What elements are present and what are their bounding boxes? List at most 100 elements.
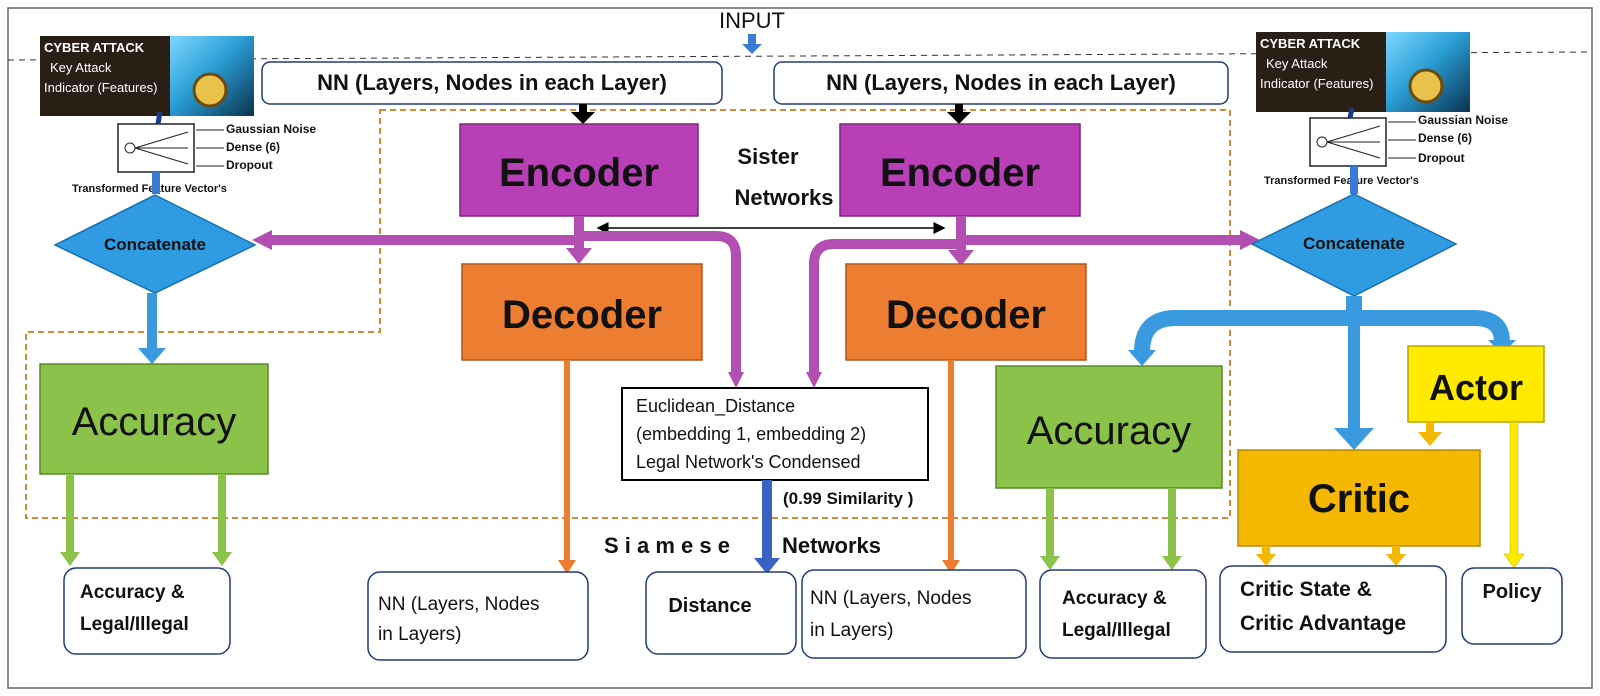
accuracy-output-left xyxy=(63,567,231,655)
distance-output-label: Distance xyxy=(668,595,751,617)
nn-output-right xyxy=(801,569,1027,659)
accuracy-arrow-right-b xyxy=(1162,488,1182,570)
nn-output-right-line2: in Layers) xyxy=(810,620,893,641)
cyber-title-left: CYBER ATTACK xyxy=(44,40,145,55)
nn-top-box-left xyxy=(261,61,723,105)
critic-arrow-b xyxy=(1386,546,1406,566)
concatenate-label-left: Concatenate xyxy=(104,235,206,254)
mini-edge xyxy=(134,131,189,149)
actor-label: Actor xyxy=(1429,367,1523,408)
lock-icon xyxy=(1408,68,1444,104)
siamese-label: S i a m e s e xyxy=(604,533,730,558)
accuracy-arrow-left-b xyxy=(212,474,232,566)
cyber-title-right: CYBER ATTACK xyxy=(1260,36,1361,51)
nn-output-left-line2: in Layers) xyxy=(378,624,461,645)
accuracy-arrowhead-right xyxy=(1128,350,1156,366)
mini-to-concat-arrow-left xyxy=(152,172,160,194)
distance-box-line3: Legal Network's Condensed xyxy=(636,452,861,472)
actor-block xyxy=(1407,345,1545,423)
cyber-line2-left: Key Attack xyxy=(50,60,112,75)
networks-label: Networks xyxy=(782,533,881,558)
transformed-label-left: Transformed Feature Vector's xyxy=(72,183,227,195)
distance-output-box xyxy=(645,571,797,655)
concat-to-accuracy-arrow-left xyxy=(138,293,166,364)
policy-box xyxy=(1461,567,1563,645)
dropout-label-left: Dropout xyxy=(226,158,273,172)
critic-output-line2: Critic Advantage xyxy=(1240,612,1406,635)
concat-to-actor-branch xyxy=(1354,310,1510,343)
accuracy-arrow-right-a xyxy=(1040,488,1060,570)
critic-block xyxy=(1237,449,1481,547)
decoder-block-left xyxy=(461,263,703,361)
transformed-label-right: Transformed Feature Vector's xyxy=(1264,175,1419,187)
accuracy-label-left: Accuracy xyxy=(72,400,237,444)
actor-to-critic-arrow xyxy=(1418,422,1442,446)
encoder-right-label: Encoder xyxy=(880,151,1040,195)
actor-to-policy-arrow xyxy=(1503,421,1525,569)
policy-label: Policy xyxy=(1483,581,1543,603)
nn-output-left-line1: NN (Layers, Nodes xyxy=(378,594,540,615)
cyber-line2-right: Key Attack xyxy=(1266,56,1328,71)
accuracy-label-right: Accuracy xyxy=(1027,409,1192,453)
encoder-block-left xyxy=(459,123,699,217)
accuracy-arrow-left-a xyxy=(60,474,80,566)
accuracy-output-right-line2: Legal/Illegal xyxy=(1062,620,1171,641)
nn-output-left xyxy=(367,571,589,661)
nn-to-encoder-arrow-left xyxy=(571,104,595,124)
nn-to-encoder-arrow-right xyxy=(947,104,971,124)
accuracy-block-left xyxy=(39,363,269,475)
concat-arrowhead-right xyxy=(1240,230,1260,250)
distance-to-output-arrow xyxy=(754,480,780,574)
decoder-right-label: Decoder xyxy=(886,293,1046,337)
critic-label: Critic xyxy=(1308,477,1410,521)
concat-to-critic-arrow xyxy=(1334,296,1374,450)
dropout-label-right: Dropout xyxy=(1418,151,1465,165)
critic-output-line1: Critic State & xyxy=(1240,578,1372,601)
accuracy-block-right xyxy=(995,365,1223,489)
accuracy-output-right xyxy=(1039,569,1207,659)
critic-output-box xyxy=(1219,565,1447,653)
nn-top-box-right xyxy=(773,61,1229,105)
accuracy-output-right-line1: Accuracy & xyxy=(1062,588,1167,609)
noise-label-left: Gaussian Noise xyxy=(226,122,316,136)
dense-label-right: Dense (6) xyxy=(1418,131,1472,145)
cyber-line3-left: Indicator (Features) xyxy=(44,80,157,95)
mini-edge xyxy=(1326,125,1381,143)
noise-label-right: Gaussian Noise xyxy=(1418,113,1508,127)
critic-arrow-a xyxy=(1256,546,1276,566)
concatenate-label-right: Concatenate xyxy=(1303,234,1405,253)
encoder-left-label: Encoder xyxy=(499,151,659,195)
sister-label-line2: Networks xyxy=(734,185,833,210)
lock-icon xyxy=(192,72,228,108)
cyber-line3-right: Indicator (Features) xyxy=(1260,76,1373,91)
decoder-left-label: Decoder xyxy=(502,293,662,337)
distance-arrowhead-right xyxy=(806,372,822,388)
accuracy-output-left-line1: Accuracy & xyxy=(80,582,185,603)
distance-box-line2: (embedding 1, embedding 2) xyxy=(636,424,866,444)
input-label: INPUT xyxy=(719,8,785,33)
mini-to-concat-arrow-right xyxy=(1350,166,1358,194)
input-arrow xyxy=(742,34,762,54)
outer-frame xyxy=(7,7,1593,689)
similarity-label: (0.99 Similarity ) xyxy=(783,489,913,508)
euclidean-distance-box xyxy=(621,387,929,481)
concat-arrowhead-left xyxy=(252,230,272,250)
mini-edge xyxy=(134,147,189,165)
nn-top-right-label: NN (Layers, Nodes in each Layer) xyxy=(826,70,1176,95)
sister-label-line1: Sister xyxy=(737,144,799,169)
decoder-block-right xyxy=(845,263,1087,361)
concat-to-accuracy-branch xyxy=(1134,296,1362,353)
image-to-mini-arrow-left xyxy=(155,111,163,125)
decoder-left-to-output-arrow xyxy=(558,360,576,574)
decoder-right-to-output-arrow xyxy=(942,360,960,574)
dense-label-left: Dense (6) xyxy=(226,140,280,154)
encoder-left-to-distance-line xyxy=(574,231,741,372)
encoder-block-right xyxy=(839,123,1081,217)
mini-edge xyxy=(1326,141,1381,159)
siamese-region-outline xyxy=(25,109,1231,519)
image-to-mini-arrow-right xyxy=(1347,107,1355,119)
accuracy-output-left-line2: Legal/Illegal xyxy=(80,614,189,635)
distance-box-line1: Euclidean_Distance xyxy=(636,396,795,417)
